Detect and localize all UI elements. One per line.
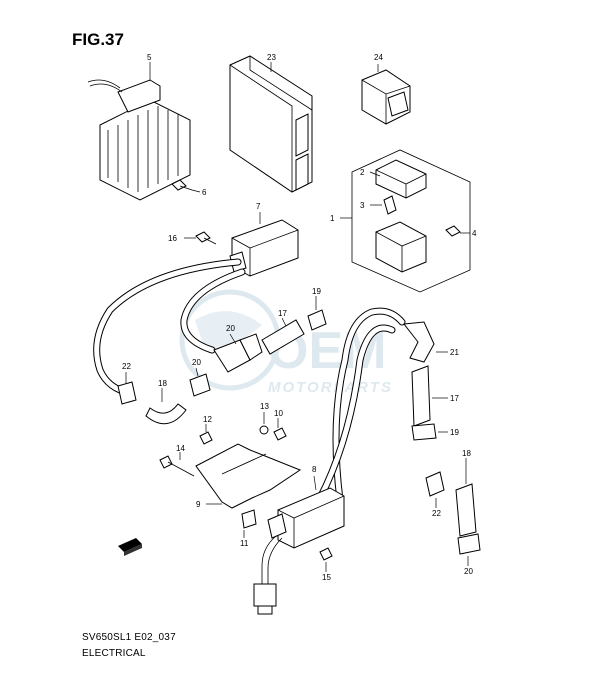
boot-19-right: [411, 423, 437, 441]
cap-22-left: [117, 381, 137, 405]
regulator-rectifier: [87, 79, 191, 201]
plug-cap-21-right: [403, 321, 435, 363]
boot-19-left: [307, 309, 327, 331]
nut-15: [319, 547, 333, 561]
callout-21a: 20: [226, 324, 235, 333]
callout-17a: 17: [278, 309, 287, 318]
collar-11: [241, 509, 257, 529]
callout-2: 2: [360, 168, 365, 177]
callout-23: 23: [267, 53, 276, 62]
callout-13: 13: [260, 402, 269, 411]
callout-14: 14: [176, 444, 185, 453]
washer-13: [259, 425, 269, 435]
callout-17b: 17: [450, 394, 459, 403]
bolt-14: [159, 455, 195, 477]
footer-section: ELECTRICAL: [82, 648, 146, 659]
callout-12: 12: [203, 415, 212, 424]
callout-22a: 22: [122, 362, 131, 371]
callout-7: 7: [256, 202, 261, 211]
callout-3: 3: [360, 201, 365, 210]
cap-22-right: [425, 471, 445, 497]
plug-cap-21-left: [213, 333, 263, 373]
starter-relay-box-1: [351, 149, 471, 293]
bracket-9: [195, 443, 302, 509]
callout-20b: 20: [464, 567, 473, 576]
ignition-coil-8: [267, 487, 345, 549]
callout-22b: 22: [432, 509, 441, 518]
plug-cap-17-left: [261, 319, 305, 355]
wire-connector: [253, 583, 277, 615]
callout-1: 1: [330, 214, 335, 223]
boot-20-right: [457, 533, 481, 555]
boot-20-left: [189, 373, 211, 397]
callout-21b: 21: [450, 348, 459, 357]
plug-cover-18-left: [145, 403, 187, 425]
bolt-16: [195, 231, 217, 245]
callout-8: 8: [312, 465, 317, 474]
callout-5: 5: [147, 53, 152, 62]
callout-4: 4: [472, 229, 477, 238]
callout-11: 11: [240, 539, 249, 548]
relay-24: [361, 69, 411, 125]
plug-cap-17-right: [411, 365, 431, 427]
callout-19b: 19: [450, 428, 459, 437]
callout-19a: 19: [312, 287, 321, 296]
ecu-23: [229, 55, 313, 193]
callout-18b: 18: [462, 449, 471, 458]
callout-20a: 20: [192, 358, 201, 367]
callout-10: 10: [274, 409, 283, 418]
bolt-6: [171, 179, 193, 191]
callout-6: 6: [202, 188, 207, 197]
callout-9: 9: [196, 500, 201, 509]
plug-cover-18-right: [455, 483, 477, 537]
callout-18a: 18: [158, 379, 167, 388]
watermark-tagline: MOTORPARTS: [268, 379, 393, 396]
screw-10: [273, 427, 287, 441]
callout-16: 16: [168, 234, 177, 243]
footer-code: SV650SL1 E02_037: [82, 632, 176, 643]
callout-15: 15: [322, 573, 331, 582]
front-arrow-icon: [118, 538, 142, 556]
nut-12: [199, 431, 213, 445]
callout-24: 24: [374, 53, 383, 62]
ignition-coil-7: [229, 219, 299, 277]
figure-title: FIG.37: [72, 30, 124, 49]
